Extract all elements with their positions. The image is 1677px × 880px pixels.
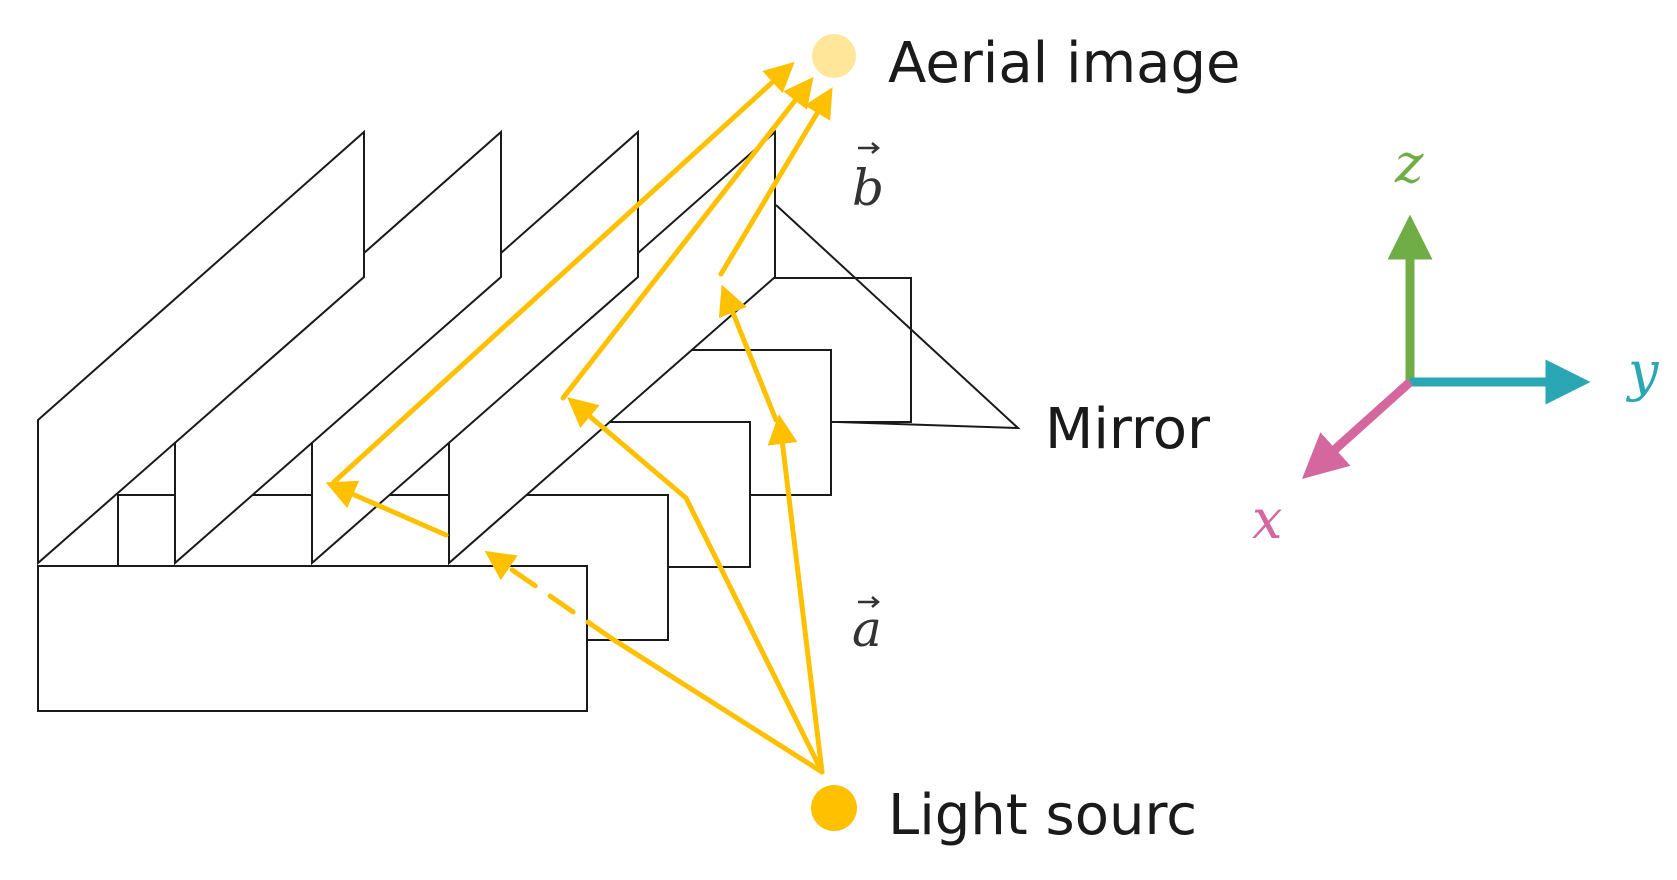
light-rays	[325, 61, 833, 775]
vector-b-text: b	[852, 159, 884, 217]
ray-left-reflect-1	[325, 480, 449, 538]
vertical-mirror-1	[37, 129, 365, 566]
coordinate-axes: z y x	[1252, 132, 1660, 551]
vector-b-label: b	[852, 142, 884, 217]
front-mirror	[37, 565, 588, 712]
ray-right-reflect-1	[718, 284, 779, 423]
mirror-array	[37, 129, 1021, 712]
vertical-mirror-3	[311, 129, 639, 566]
ray-left-incident	[608, 635, 825, 775]
light-source-label: Light sourc	[888, 783, 1197, 848]
ray-middle-incident	[683, 495, 825, 775]
ray-right-incident	[767, 414, 825, 775]
x-axis-label: x	[1252, 488, 1282, 551]
ray-left-hidden	[484, 550, 614, 641]
z-axis-label: z	[1394, 132, 1424, 195]
vector-a-text: a	[852, 600, 882, 658]
mirror-label: Mirror	[1045, 397, 1211, 462]
x-axis-arrow	[1301, 378, 1414, 480]
ray-right-reflect-2	[718, 87, 833, 277]
ray-middle-reflect-2	[560, 76, 814, 401]
ray-middle-reflect-1	[567, 397, 689, 501]
vector-a-arrow-icon	[858, 596, 880, 608]
mirror-callout	[775, 204, 1021, 430]
vertical-mirror-4	[448, 129, 776, 566]
vector-b-arrow-icon	[858, 142, 880, 154]
light-source-point	[811, 785, 857, 831]
vertical-mirror-2	[174, 129, 502, 566]
y-axis-label: y	[1626, 340, 1660, 403]
ray-left-reflect-2	[331, 61, 795, 485]
aerial-image-label: Aerial image	[888, 31, 1240, 96]
aerial-image-point	[812, 34, 856, 78]
vector-a-label: a	[852, 596, 882, 658]
